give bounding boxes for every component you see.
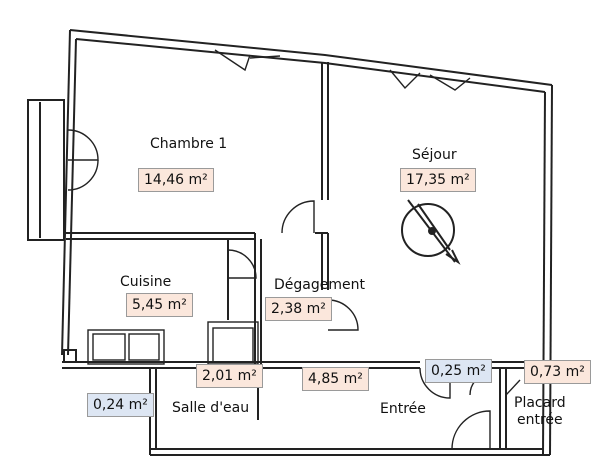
room-area-degagement: 2,38 m² xyxy=(265,297,332,321)
room-name-sejour: Séjour xyxy=(412,147,457,163)
kitchen-sink xyxy=(87,329,165,365)
placard-name-line1: Placard xyxy=(514,395,566,411)
doors xyxy=(67,49,521,450)
room-area-entree: 4,85 m² xyxy=(302,367,369,391)
shower xyxy=(207,321,259,365)
interior-walls xyxy=(62,62,545,455)
area-small-space: 0,24 m² xyxy=(87,393,154,417)
room-name-placard-entree: Placard entrée xyxy=(514,395,566,429)
balcony xyxy=(27,99,65,241)
room-area-chambre-1: 14,46 m² xyxy=(138,168,214,192)
room-name-chambre-1: Chambre 1 xyxy=(150,136,228,152)
compass-icon xyxy=(401,199,461,265)
room-area-placard-entree: 0,73 m² xyxy=(524,360,591,384)
area-closet: 0,25 m² xyxy=(425,359,492,383)
room-area-cuisine: 5,45 m² xyxy=(126,293,193,317)
room-name-cuisine: Cuisine xyxy=(120,274,172,290)
outer-walls xyxy=(61,29,553,456)
room-name-entree: Entrée xyxy=(380,401,426,417)
room-area-sejour: 17,35 m² xyxy=(400,168,476,192)
room-name-degagement: Dégagement xyxy=(274,277,365,293)
room-area-salle-d-eau: 2,01 m² xyxy=(196,364,263,388)
room-name-salle-d-eau: Salle d'eau xyxy=(172,400,250,416)
placard-name-line2: entrée xyxy=(516,412,563,428)
